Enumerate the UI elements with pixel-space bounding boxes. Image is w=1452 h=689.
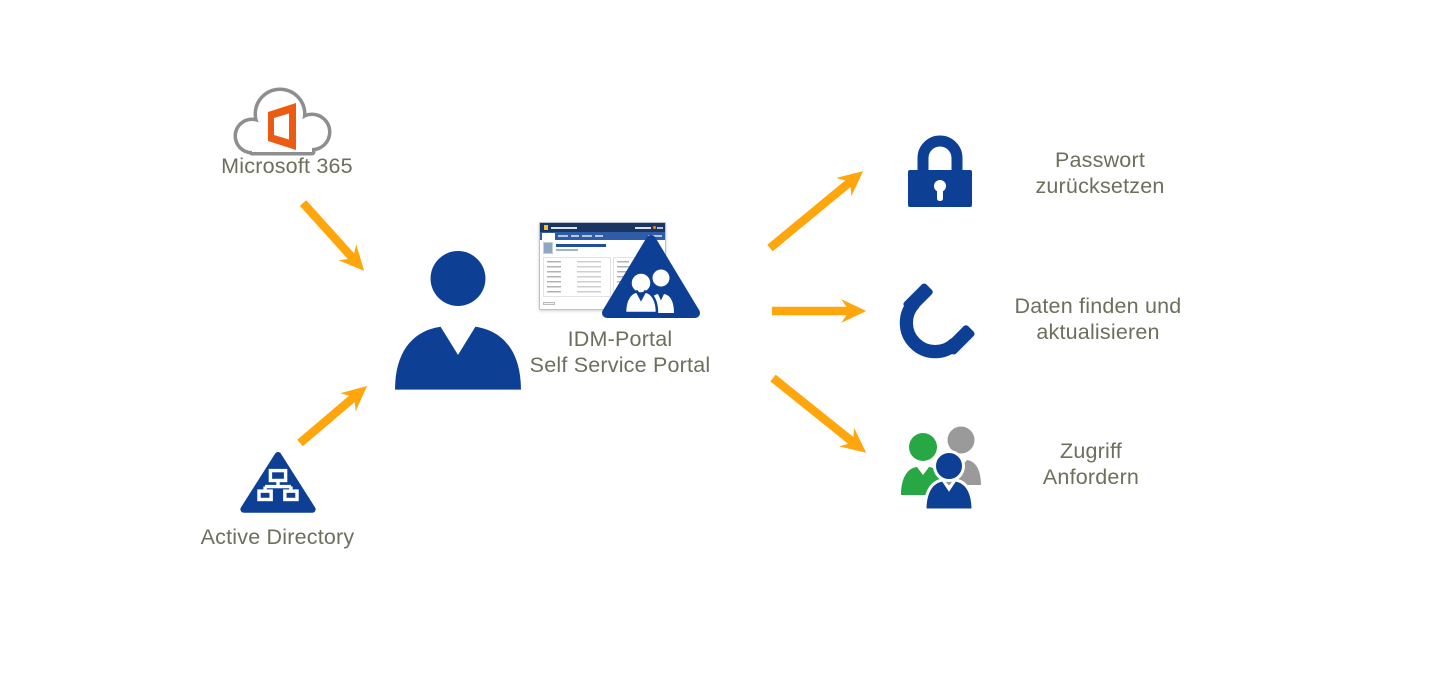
feature-access-line2: Anfordern	[1042, 465, 1140, 489]
mini-app-logo	[544, 225, 548, 230]
mini-navbar	[540, 232, 665, 240]
idm-portal-label-line2: Self Service Portal	[529, 353, 711, 377]
feature-access-label: Zugriff Anfordern	[991, 438, 1191, 490]
mini-button	[543, 302, 555, 305]
mini-form-panel-left	[543, 257, 611, 297]
microsoft-365-label: Microsoft 365	[221, 154, 353, 178]
user-group-icon	[901, 426, 981, 511]
feature-password-line2: zurücksetzen	[1035, 174, 1165, 198]
active-directory-label: Active Directory	[200, 525, 355, 549]
lock-icon	[908, 135, 972, 207]
mini-user-name	[556, 244, 606, 247]
arrow-ad-to-user	[297, 386, 368, 447]
mini-user-photo	[543, 242, 553, 254]
arrow-user-to-access	[770, 374, 867, 453]
mini-titlebar	[540, 223, 665, 232]
mini-active-tab	[542, 233, 555, 240]
arrow-user-to-password	[767, 171, 864, 252]
phone-icon	[899, 283, 975, 359]
arrow-m365-to-user	[299, 200, 365, 271]
user-icon	[395, 251, 521, 390]
feature-password-line1: Passwort	[1054, 148, 1145, 172]
idm-portal-label-line1: IDM-Portal	[567, 327, 673, 351]
office-logo-icon	[268, 103, 296, 150]
sitemap-triangle-icon	[240, 451, 316, 513]
users-triangle-icon	[602, 235, 700, 318]
feature-data-line2: aktualisieren	[1036, 320, 1160, 344]
feature-data-line1: Daten finden und	[1014, 294, 1182, 318]
cloud-icon	[233, 87, 332, 156]
feature-data-label: Daten finden und aktualisieren	[988, 293, 1208, 345]
feature-access-line1: Zugriff	[1060, 439, 1122, 463]
feature-password-label: Passwort zurücksetzen	[1000, 147, 1200, 199]
mini-brand-dot	[652, 225, 656, 229]
